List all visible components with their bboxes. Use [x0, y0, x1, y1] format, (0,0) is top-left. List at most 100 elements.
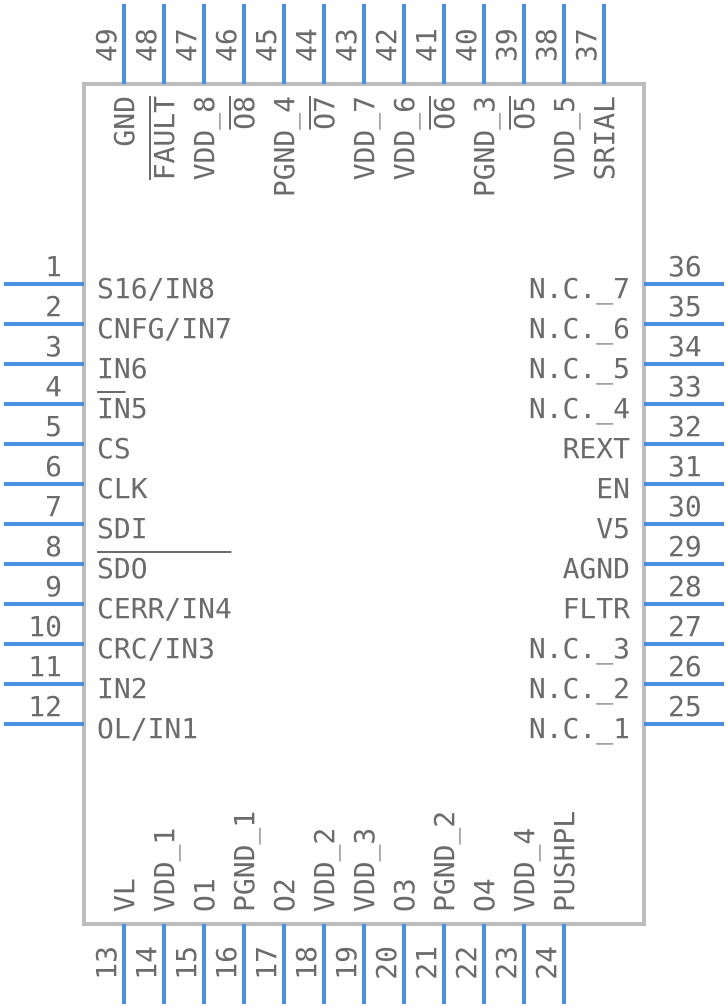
pin-40-label: PGND_3 — [468, 96, 502, 197]
pin-7-label: SDI — [97, 512, 148, 545]
pin-10-number: 10 — [28, 610, 62, 643]
pin-22-label: O4 — [468, 878, 501, 912]
bottom-pin-group: 13VL14VDD_115O116PGND_117O218VDD_219VDD_… — [90, 811, 581, 1004]
pin-12-number: 12 — [28, 690, 62, 723]
chip-body — [82, 82, 646, 926]
pin-4-number: 4 — [45, 370, 62, 403]
pin-30-label: V5 — [596, 512, 630, 545]
pin-19-number: 19 — [330, 946, 363, 980]
pin-1-label: S16/IN8 — [97, 272, 215, 305]
pin-6-label: CLK — [97, 472, 148, 505]
pin-29-number: 29 — [668, 530, 702, 563]
pin-45-number: 45 — [250, 28, 283, 62]
pin-46-label: O8 — [228, 96, 261, 130]
pin-16-label: PGND_1 — [228, 811, 262, 912]
pin-3-label: IN6 — [97, 352, 148, 385]
pin-37-number: 37 — [570, 28, 603, 62]
pin-4-label: IN5 — [97, 392, 148, 425]
pin-35-label: N.C._6 — [529, 312, 630, 346]
pin-6-number: 6 — [45, 450, 62, 483]
pin-15-number: 15 — [170, 946, 203, 980]
pin-7-number: 7 — [45, 490, 62, 523]
pin-31-label: EN — [596, 472, 630, 505]
pin-21-label: PGND_2 — [428, 811, 462, 912]
pin-23-number: 23 — [490, 946, 523, 980]
pin-20-number: 20 — [370, 946, 403, 980]
pin-37-label: SRIAL — [588, 96, 621, 180]
pin-5-label: CS — [97, 432, 131, 465]
pin-35-number: 35 — [668, 290, 702, 323]
pin-5-number: 5 — [45, 410, 62, 443]
pin-48-label: FAULT — [148, 96, 181, 180]
pin-39-label: O5 — [508, 96, 541, 130]
pin-11-label: IN2 — [97, 672, 148, 705]
pin-28-label: FLTR — [563, 592, 631, 625]
pin-48-number: 48 — [130, 28, 163, 62]
pin-17-number: 17 — [250, 946, 283, 980]
pin-40-number: 40 — [450, 28, 483, 62]
pin-42-label: VDD_6 — [388, 96, 422, 180]
pin-9-label: CERR/IN4 — [97, 592, 232, 625]
pin-43-number: 43 — [330, 28, 363, 62]
pin-39-number: 39 — [490, 28, 523, 62]
pin-33-number: 33 — [668, 370, 702, 403]
pin-47-label: VDD_8 — [188, 96, 222, 180]
pin-42-number: 42 — [370, 28, 403, 62]
pin-38-label: VDD_5 — [548, 96, 582, 180]
pin-12-label: OL/IN1 — [97, 712, 198, 745]
pin-18-label: VDD_2 — [308, 828, 342, 912]
pin-25-label: N.C._1 — [529, 712, 630, 746]
pin-49-label: GND — [108, 96, 141, 147]
pin-49-number: 49 — [90, 28, 123, 62]
pin-13-label: VL — [108, 878, 141, 912]
pin-34-label: N.C._5 — [529, 352, 630, 386]
pin-36-label: N.C._7 — [529, 272, 630, 306]
pin-9-number: 9 — [45, 570, 62, 603]
pin-13-number: 13 — [90, 946, 123, 980]
pin-32-number: 32 — [668, 410, 702, 443]
pin-44-number: 44 — [290, 28, 323, 62]
pin-11-number: 11 — [28, 650, 62, 683]
pin-41-label: O6 — [428, 96, 461, 130]
pin-25-number: 25 — [668, 690, 702, 723]
pin-41-number: 41 — [410, 28, 443, 62]
pin-21-number: 21 — [410, 946, 443, 980]
pin-15-label: O1 — [188, 878, 221, 912]
pin-26-number: 26 — [668, 650, 702, 683]
pin-28-number: 28 — [668, 570, 702, 603]
pin-29-label: AGND — [563, 552, 630, 585]
pin-22-number: 22 — [450, 946, 483, 980]
pin-16-number: 16 — [210, 946, 243, 980]
pin-24-label: PUSHPL — [548, 811, 581, 912]
pin-8-number: 8 — [45, 530, 62, 563]
pin-2-number: 2 — [45, 290, 62, 323]
pin-10-label: CRC/IN3 — [97, 632, 215, 665]
pin-27-label: N.C._3 — [529, 632, 630, 666]
pin-18-number: 18 — [290, 946, 323, 980]
pin-1-number: 1 — [45, 250, 62, 283]
pin-23-label: VDD_4 — [508, 828, 542, 912]
pin-45-label: PGND_4 — [268, 96, 302, 197]
pin-33-label: N.C._4 — [529, 392, 630, 426]
pin-36-number: 36 — [668, 250, 702, 283]
pin-19-label: VDD_3 — [348, 828, 382, 912]
pin-34-number: 34 — [668, 330, 702, 363]
pin-32-label: REXT — [563, 432, 631, 465]
pin-20-label: O3 — [388, 878, 421, 912]
pin-14-number: 14 — [130, 946, 163, 980]
pin-27-number: 27 — [668, 610, 702, 643]
pin-26-label: N.C._2 — [529, 672, 630, 706]
pin-46-number: 46 — [210, 28, 243, 62]
pin-31-number: 31 — [668, 450, 702, 483]
pin-44-label: O7 — [308, 96, 341, 130]
pin-14-label: VDD_1 — [148, 828, 182, 912]
pin-30-number: 30 — [668, 490, 702, 523]
pin-3-number: 3 — [45, 330, 62, 363]
pin-47-number: 47 — [170, 28, 203, 62]
top-pin-group: 37SRIAL38VDD_539O540PGND_341O642VDD_643V… — [90, 4, 621, 197]
pin-24-number: 24 — [530, 946, 563, 980]
left-pin-group: 1S16/IN82CNFG/IN73IN64IN55CS6CLK7SDI8SDO… — [4, 250, 232, 745]
pin-43-label: VDD_7 — [348, 96, 382, 180]
